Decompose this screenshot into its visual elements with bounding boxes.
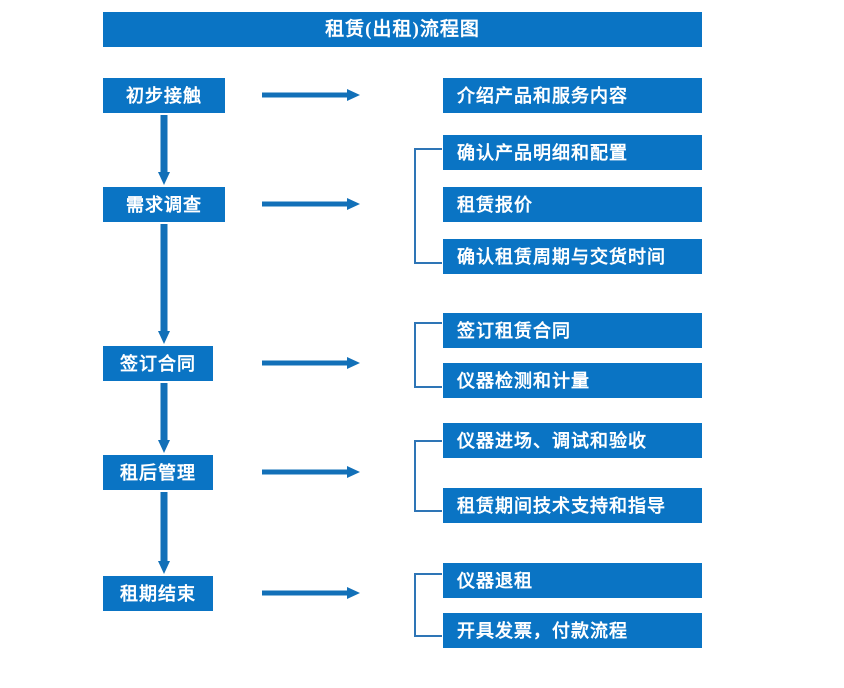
flow-arrow-right-icon-1 bbox=[262, 88, 360, 102]
stage-box-2[interactable]: 需求调查 bbox=[103, 187, 225, 222]
flow-arrow-down-icon-4 bbox=[157, 492, 171, 574]
detail-box-6[interactable]: 仪器检测和计量 bbox=[443, 363, 702, 398]
group-bracket-2 bbox=[414, 322, 442, 388]
detail-box-3[interactable]: 租赁报价 bbox=[443, 187, 702, 222]
group-bracket-1 bbox=[414, 148, 442, 264]
detail-box-5[interactable]: 签订租赁合同 bbox=[443, 313, 702, 348]
stage-box-4[interactable]: 租后管理 bbox=[103, 455, 213, 490]
stage-box-3[interactable]: 签订合同 bbox=[103, 346, 213, 381]
flow-arrow-right-icon-5 bbox=[262, 586, 360, 600]
flow-arrow-right-icon-2 bbox=[262, 197, 360, 211]
flow-arrow-down-icon-2 bbox=[157, 224, 171, 344]
detail-box-4[interactable]: 确认租赁周期与交货时间 bbox=[443, 239, 702, 274]
flow-arrow-down-icon-1 bbox=[157, 115, 171, 185]
flowchart-title: 租赁(出租)流程图 bbox=[103, 12, 702, 47]
detail-box-9[interactable]: 仪器退租 bbox=[443, 563, 702, 598]
flow-arrow-right-icon-3 bbox=[262, 356, 360, 370]
flow-arrow-down-icon-3 bbox=[157, 383, 171, 453]
detail-box-8[interactable]: 租赁期间技术支持和指导 bbox=[443, 488, 702, 523]
detail-box-1[interactable]: 介绍产品和服务内容 bbox=[443, 78, 702, 113]
group-bracket-3 bbox=[414, 440, 442, 512]
flow-arrow-right-icon-4 bbox=[262, 465, 360, 479]
detail-box-7[interactable]: 仪器进场、调试和验收 bbox=[443, 423, 702, 458]
detail-box-2[interactable]: 确认产品明细和配置 bbox=[443, 135, 702, 170]
detail-box-10[interactable]: 开具发票，付款流程 bbox=[443, 613, 702, 648]
stage-box-1[interactable]: 初步接触 bbox=[103, 78, 225, 113]
stage-box-5[interactable]: 租期结束 bbox=[103, 576, 213, 611]
group-bracket-4 bbox=[414, 573, 442, 637]
